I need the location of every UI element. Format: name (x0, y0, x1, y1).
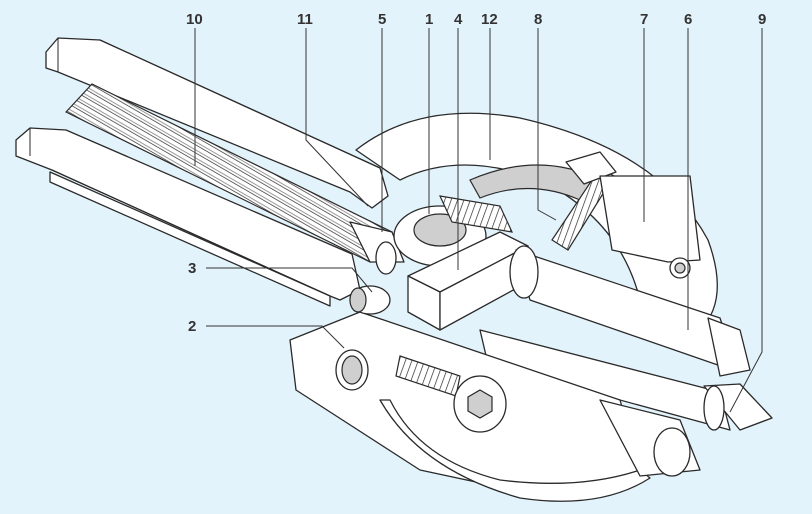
callout-7: 7 (640, 11, 649, 28)
callout-1: 1 (425, 11, 434, 28)
leader-lines (194, 28, 763, 413)
callout-5: 5 (378, 11, 387, 28)
callout-2: 2 (188, 318, 197, 335)
wedge-block (407, 231, 529, 331)
callout-6: 6 (684, 11, 693, 28)
callout-11: 11 (297, 11, 313, 28)
callout-10: 10 (186, 11, 203, 28)
callout-3: 3 (188, 260, 197, 277)
callout-12: 12 (481, 11, 498, 28)
cylinder-6 (509, 245, 751, 377)
lower-arm (15, 127, 361, 307)
callout-4: 4 (454, 11, 463, 28)
threaded-spindle (65, 83, 405, 275)
pin-3 (349, 285, 391, 315)
upper-arm (45, 37, 389, 209)
jaw-clamp (599, 175, 701, 279)
cap-screw (395, 355, 507, 433)
callout-9: 9 (758, 11, 767, 28)
pin-2 (335, 349, 369, 391)
pin-9 (479, 329, 773, 431)
callout-8: 8 (534, 11, 543, 28)
